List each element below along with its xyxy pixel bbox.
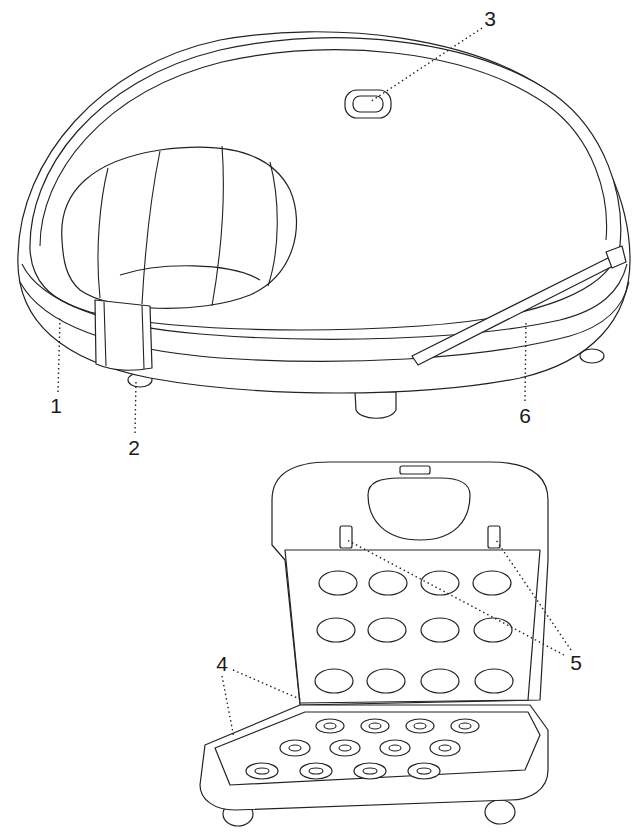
callout-number: 3 <box>484 8 496 29</box>
callout-number: 2 <box>128 437 140 458</box>
leader-lines <box>58 28 571 738</box>
open-appliance <box>200 462 548 826</box>
closed-appliance <box>18 32 630 419</box>
callout-number: 4 <box>216 653 228 674</box>
callout-number: 5 <box>570 652 582 673</box>
upper-plate-holes <box>315 571 513 693</box>
callout-number: 1 <box>50 395 62 416</box>
callout-number: 6 <box>519 405 531 426</box>
lower-plate-cavities <box>246 719 479 779</box>
